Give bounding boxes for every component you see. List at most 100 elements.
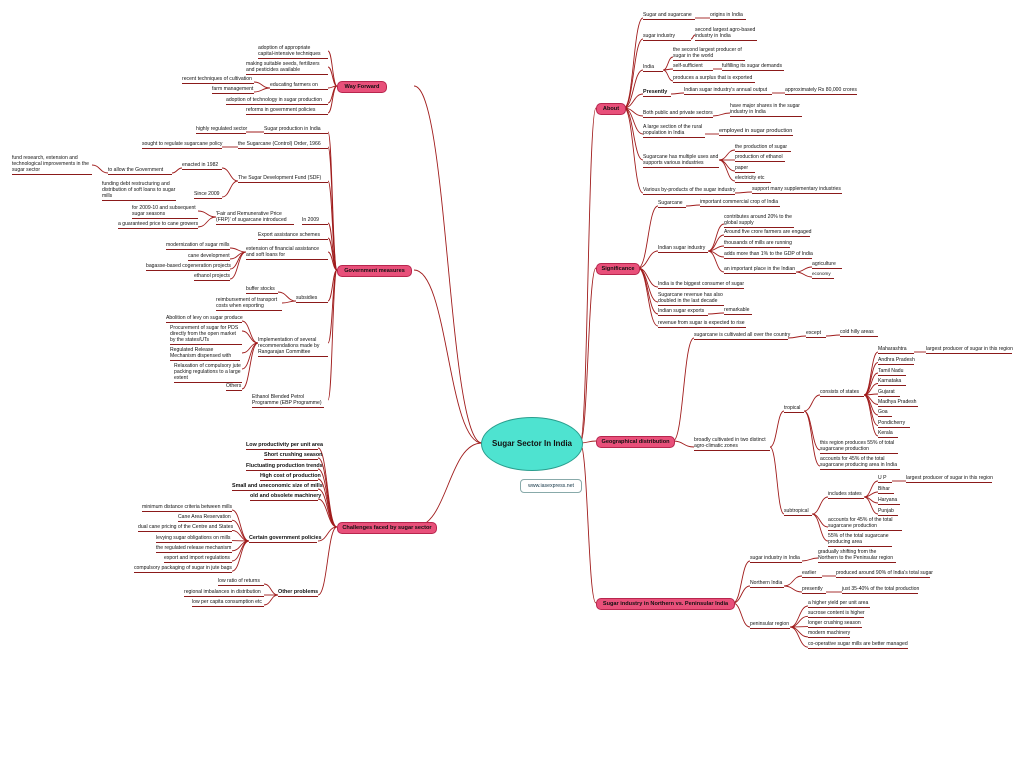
node-subsidies: subsidies (296, 295, 328, 303)
node-peninsular-region: peninsular region (750, 621, 790, 629)
connector (637, 205, 659, 269)
connector (769, 410, 785, 448)
node-farm-management: farm management (212, 86, 254, 94)
node-control-order: the Sugarcane (Control) Order, 1966 (238, 141, 328, 149)
connector (413, 442, 483, 528)
connector (863, 362, 879, 396)
connector (662, 69, 674, 82)
connector (685, 204, 701, 207)
state-madhya-pradesh: Madhya Pradesh (878, 399, 918, 407)
connector (811, 513, 829, 542)
node-surplus-exported: produces a surplus that is exported (673, 75, 755, 83)
branch-significance[interactable]: Significance (596, 263, 640, 275)
connector (327, 66, 338, 87)
node-financial-assistance: extension of financial assistance and so… (246, 246, 328, 260)
node-india: India (643, 64, 663, 72)
branch-geographical-distribution[interactable]: Geographical distribution (596, 436, 675, 448)
node-tropical-45: accounts for 45% of the total sugarcane … (820, 456, 900, 470)
connector (732, 602, 751, 628)
node-northern-india: Northern India (750, 580, 784, 588)
connector (241, 342, 259, 390)
connector (732, 560, 751, 604)
node-tropical-55: this region produces 55% of total sugarc… (820, 440, 898, 454)
connector (253, 87, 271, 93)
node-earlier-text: produced around 90% of India's total sug… (836, 570, 933, 578)
connector (789, 626, 809, 648)
node-global-supply: contributes around 20% to the global sup… (724, 214, 794, 228)
node-adoption-technology: adoption of technology in sugar producti… (226, 97, 328, 105)
node-sub-45: accounts for 45% of the total sugarcane … (828, 517, 902, 531)
state-goa: Goa (878, 409, 892, 417)
node-tropical: tropical (784, 405, 804, 413)
node-sdf: The Sugar Development Fund (SDF) (238, 175, 328, 183)
node-supplementary: support many supplementary industries (752, 186, 842, 194)
node-employed: employed in sugar production (719, 128, 793, 136)
node-highly-regulated: highly regulated sector (196, 126, 248, 134)
node-revenue-doubled: Sugarcane revenue has also doubled in th… (658, 292, 724, 306)
connector (712, 112, 731, 117)
connector (253, 81, 271, 89)
node-levying-obligations: levying sugar obligations on mills (156, 535, 232, 543)
node-approx-value: approximately Rs 80,000 crores (785, 87, 857, 95)
node-largest-producer-tropical: largest producer of sugar in this region (926, 346, 1013, 354)
connector (707, 250, 725, 273)
connector (231, 540, 250, 562)
connector (579, 267, 597, 444)
node-seeds-fertilizers: making suitable seeds, fertilizers and p… (246, 61, 328, 75)
node-sucrose: sucrose content is higher (808, 610, 865, 618)
node-capital-intensive: adoption of appropriate capital-intensiv… (258, 45, 328, 59)
node-second-largest-producer: the second largest producer of sugar in … (673, 47, 745, 61)
state-haryana: Haryana (878, 497, 900, 505)
connector (263, 594, 279, 606)
state-andhra-pradesh: Andhra Pradesh (878, 357, 915, 365)
connector (795, 266, 813, 273)
branch-government-measures[interactable]: Government measures (337, 265, 412, 277)
branch-way-forward[interactable]: Way Forward (337, 81, 387, 93)
state-bihar: Bihar (878, 486, 894, 494)
connector (263, 583, 279, 596)
node-jute-relaxation: Relaxation of compulsory jute packing re… (174, 363, 242, 383)
node-bagasse: bagasse-based cogeneration projects (146, 263, 231, 271)
node-sugar-industry: sugar industry (643, 33, 691, 41)
connector (707, 223, 725, 252)
node-largest-producer-subtropical: largest producer of sugar in this region (906, 475, 993, 483)
node-low-returns: low ratio of returns (218, 578, 264, 586)
connector (732, 585, 751, 604)
connector (229, 251, 247, 280)
node-sugar-exports: Indian sugar exports (658, 308, 708, 316)
node-use-electricity: electricity etc (735, 175, 771, 183)
connector (718, 159, 736, 182)
branch-about[interactable]: About (596, 103, 626, 115)
node-use-ethanol: production of ethanol (735, 154, 785, 162)
node-buffer-stocks: buffer stocks (246, 286, 278, 294)
connector (317, 498, 338, 528)
node-biggest-consumer: India is the biggest consumer of sugar (658, 281, 745, 289)
connector (91, 164, 109, 174)
central-topic[interactable]: Sugar Sector In India (481, 417, 583, 471)
node-regulate-policy: sought to regulate sugarcane policy (142, 141, 223, 149)
connector (623, 69, 644, 109)
connector (672, 440, 695, 448)
branch-north-vs-peninsular[interactable]: Sugar industry in Northern vs. Peninsula… (596, 598, 735, 610)
website-label[interactable]: www.iasexpress.net (520, 479, 582, 493)
node-funding-debt: funding debt restructuring and distribut… (102, 181, 176, 201)
connector (690, 34, 696, 40)
connector (623, 93, 644, 109)
node-obsolete-machinery: old and obsolete machinery (250, 493, 322, 501)
connector (623, 38, 644, 109)
connector (197, 210, 217, 218)
connector (789, 626, 809, 638)
node-procurement-pds: Procurement of sugar for PDS directly fr… (170, 325, 242, 345)
node-sugar-and-sugarcane: Sugar and sugarcane (643, 12, 695, 20)
node-rangarajan: Implementation of several recommendation… (258, 337, 328, 357)
node-fluctuating: Fluctuating production trends (246, 463, 323, 471)
connector (811, 513, 829, 528)
connector (221, 180, 239, 198)
node-second-largest-agro: second largest agro-based industry in In… (695, 27, 757, 41)
connector (229, 247, 247, 253)
node-to-allow: to allow the Government (108, 167, 172, 175)
node-two-zones: broadly cultivated in two distinct agro-… (694, 437, 770, 451)
node-fulfilling-demands: fulfilling its sugar demands (722, 63, 784, 71)
node-major-shares: have major shares in the sugar industry … (730, 103, 802, 117)
branch-challenges[interactable]: Challenges faced by sugar sector (337, 522, 437, 534)
